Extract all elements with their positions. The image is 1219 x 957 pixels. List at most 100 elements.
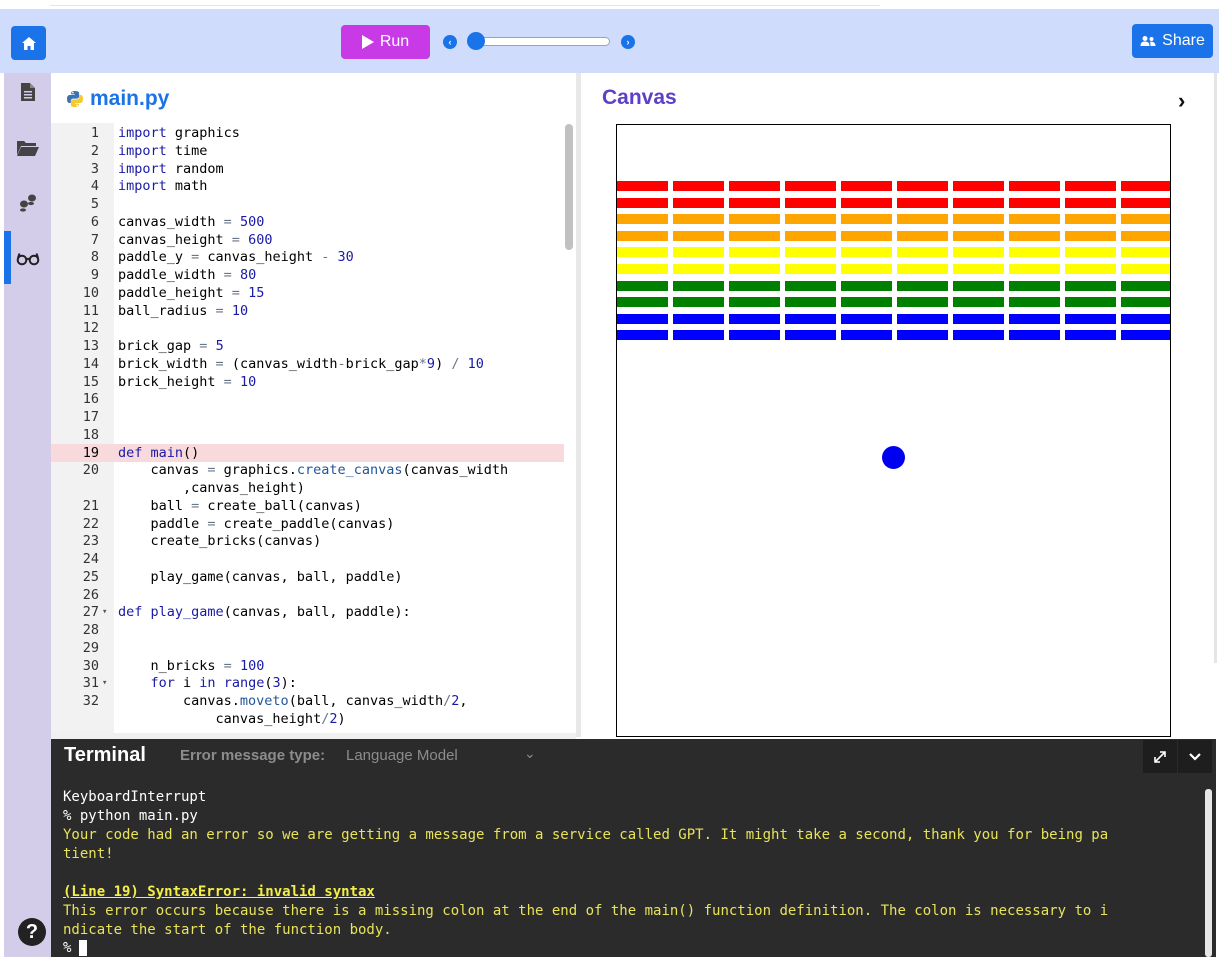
code-text: paddle_width = 80 [118,267,257,283]
code-line[interactable]: 17 [51,408,576,426]
run-button[interactable]: Run [341,25,430,59]
brick [1065,280,1116,291]
step-forward-button[interactable]: › [621,35,635,49]
sidebar-item-files[interactable] [4,69,51,115]
chevron-down-icon[interactable]: ⌄ [524,745,536,761]
brick [953,280,1004,291]
canvas-scrollbar[interactable] [1214,73,1217,663]
line-number: 27 [82,604,99,621]
brick [953,214,1004,225]
expand-button[interactable] [1143,740,1177,773]
step-back-button[interactable]: ‹ [443,35,457,49]
glasses-icon [16,253,39,266]
brick [785,264,836,274]
terminal-scrollbar[interactable] [1205,789,1212,957]
line-number: 12 [82,320,99,337]
help-icon[interactable]: ? [18,918,46,946]
code-text: canvas_width = 500 [118,213,265,230]
code-line[interactable]: canvas_height/2) [51,710,576,728]
step-slider-track[interactable] [470,37,610,46]
brick [953,230,1004,241]
brick [729,214,780,225]
line-number: 1 [90,125,99,141]
code-line[interactable]: 6 canvas_width = 500 [51,213,576,231]
code-line[interactable]: 27▾def play_game(canvas, ball, paddle): [51,603,576,621]
brick [729,330,780,341]
code-line[interactable]: 32 canvas.moveto(ball, canvas_width/2, [51,692,576,710]
editor-scrollbar[interactable] [565,124,573,250]
help-label: ? [25,920,39,943]
panel-divider[interactable] [576,73,581,737]
brick [953,313,1004,324]
code-text: import time [118,142,208,159]
brick [841,181,892,191]
line-number: 25 [82,568,99,585]
brick [841,313,892,324]
line-number: 8 [90,249,99,266]
code-line[interactable]: 30 n_bricks = 100 [51,657,576,675]
code-line[interactable]: 21 ball = create_ball(canvas) [51,497,576,515]
fold-toggle-icon[interactable]: ▾ [102,678,108,689]
terminal-cursor [79,940,88,956]
code-line[interactable]: 16 [51,390,576,408]
brick [897,197,948,208]
top-strip [0,0,1219,9]
code-line[interactable]: 25 play_game(canvas, ball, paddle) [51,568,576,586]
line-number: 26 [82,586,99,603]
top-divider [50,5,880,6]
step-slider-thumb[interactable] [467,32,485,50]
code-line[interactable]: 12 [51,319,576,337]
code-text: paddle = create_paddle(canvas) [118,515,395,532]
code-line[interactable]: 23 create_bricks(canvas) [51,532,576,550]
terminal-line: Your code had an error so we are getting… [63,827,1109,843]
code-line[interactable]: 24 [51,550,576,568]
sidebar-item-glasses[interactable] [4,236,51,282]
share-button[interactable]: Share [1132,24,1213,58]
code-line[interactable]: ,canvas_height) [51,479,576,497]
brick [1065,330,1116,341]
sidebar-item-steps[interactable] [4,180,51,226]
line-number: 6 [90,213,99,230]
brick [729,197,780,208]
error-type-select[interactable]: Language Model [346,747,458,764]
brick [897,214,948,225]
brick [785,313,836,324]
code-line[interactable]: 5 [51,195,576,213]
code-text: canvas_height/2) [118,710,346,727]
brick [673,297,724,308]
sidebar-item-folder[interactable] [4,125,51,171]
brick [673,280,724,291]
code-line[interactable]: 20 canvas = graphics.create_canvas(canva… [51,461,576,479]
code-line[interactable]: 22 paddle = create_paddle(canvas) [51,515,576,533]
home-button[interactable] [11,26,46,60]
collapse-button[interactable] [1178,740,1212,773]
code-line[interactable]: 29 [51,639,576,657]
brick [841,264,892,274]
terminal-prompt[interactable]: % [63,939,88,957]
folder-open-icon [16,141,39,156]
fold-toggle-icon[interactable]: ▾ [102,607,108,618]
line-number: 29 [82,639,99,656]
code-line[interactable]: 31▾ for i in range(3): [51,674,576,692]
code-line[interactable]: 28 [51,621,576,639]
code-line[interactable]: 26 [51,586,576,604]
line-number: 24 [82,551,99,567]
brick [729,247,780,258]
brick [897,247,948,258]
code-line[interactable]: 18 [51,426,576,444]
chevron-right-icon[interactable]: › [1178,88,1186,113]
